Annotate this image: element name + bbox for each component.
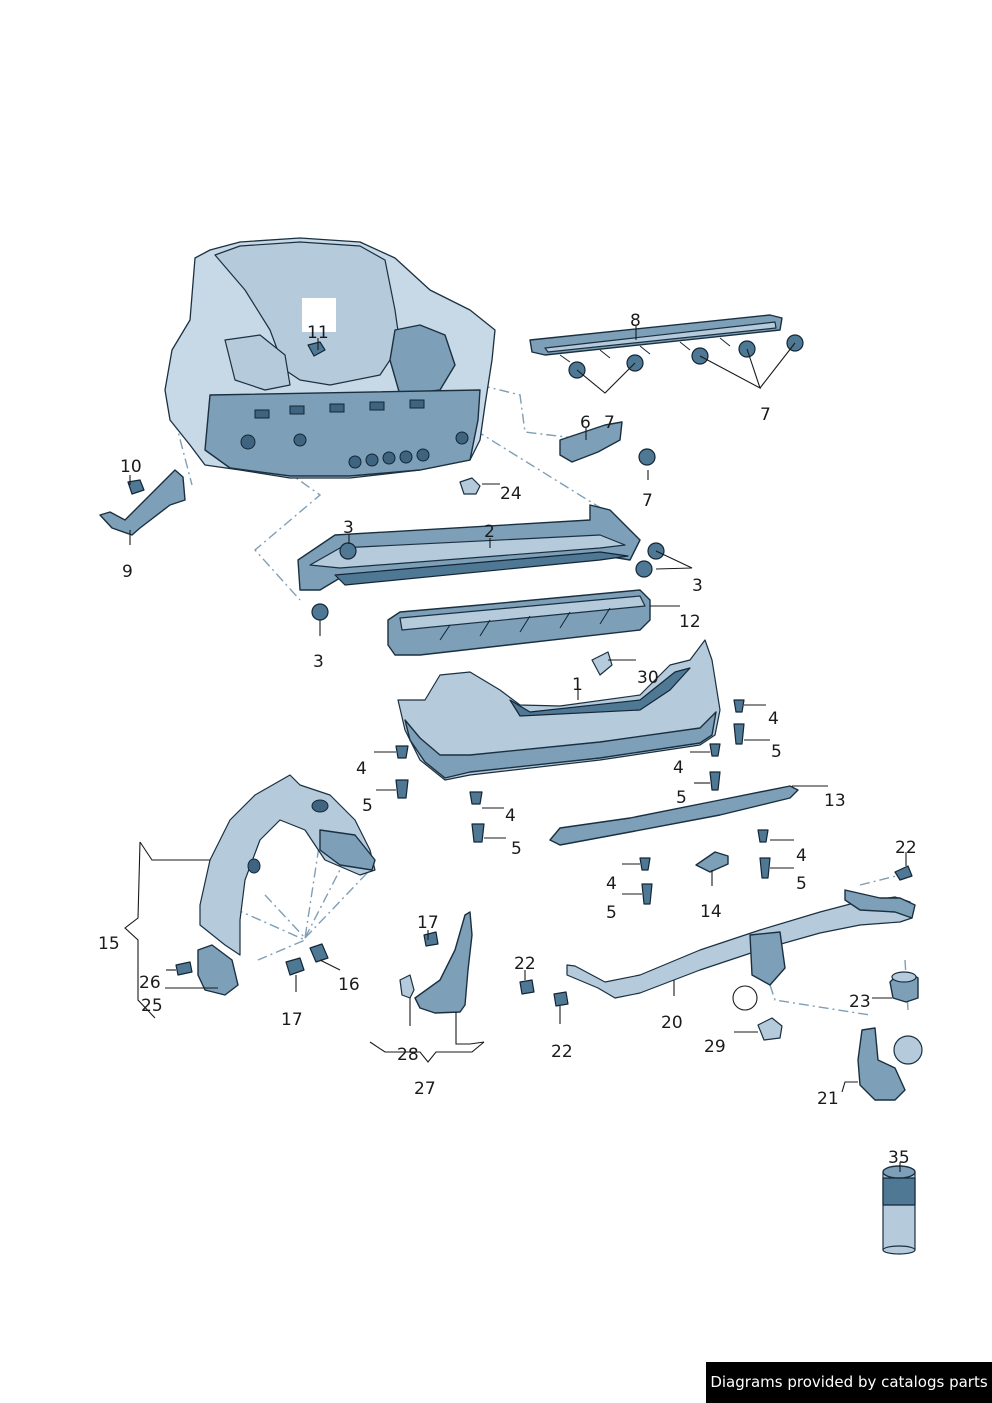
callout-5-a: 5 [771,742,782,762]
part-8-guide-rail [529,314,783,363]
callout-7-mid: 7 [604,413,615,433]
callout-7-low: 7 [642,491,653,511]
part-2-reinforcement-beam [297,504,641,591]
callout-4-b: 4 [356,759,367,779]
callouts: 11 8 7 6 7 7 10 9 24 3 2 3 3 12 30 1 4 5… [98,311,917,1168]
callout-28: 28 [397,1045,419,1065]
part-1-bumper-cover [397,639,721,781]
callout-27: 27 [414,1079,436,1099]
callout-5-c: 5 [676,788,687,808]
callout-2: 2 [484,522,495,542]
callout-22-right: 22 [895,838,917,858]
callout-20: 20 [661,1013,683,1033]
part-35-can [882,1165,916,1255]
callout-23: 23 [849,992,871,1012]
callout-10: 10 [120,457,142,477]
rear-body-shell [164,237,496,479]
callout-5-b: 5 [362,796,373,816]
callout-15: 15 [98,934,120,954]
screws-4-5 [395,699,771,905]
part-14-cap [695,851,729,873]
callout-35: 35 [888,1148,910,1168]
callout-21: 21 [817,1089,839,1109]
part-29-nut [757,1017,783,1041]
callout-6: 6 [580,413,591,433]
part-15-wheel-liner [199,774,376,956]
callout-4-d: 4 [505,806,516,826]
part-30-clip [591,651,613,676]
callout-5-f: 5 [606,903,617,923]
callout-5-d: 5 [511,839,522,859]
callout-25: 25 [141,996,163,1016]
callout-7-top: 7 [760,405,771,425]
part-11-label-box [302,298,336,332]
callout-4-f: 4 [606,874,617,894]
part-23-cap [889,971,919,1003]
callout-8: 8 [630,311,641,331]
part-24-clip [459,477,481,495]
leader-lines [124,326,907,1172]
callout-22-left: 22 [514,954,536,974]
watermark-banner: Diagrams provided by catalogs parts [706,1362,992,1403]
callout-4-a: 4 [768,709,779,729]
callout-14: 14 [700,902,722,922]
callout-24: 24 [500,484,522,504]
callout-13: 13 [824,791,846,811]
part-21-tow-ball [857,1027,923,1101]
fasteners-16-17 [285,931,439,976]
callout-17-left: 17 [281,1010,303,1030]
part-20-tow-bar [519,865,916,1011]
callout-17-mid: 17 [417,913,439,933]
bolt-22b [553,991,569,1007]
clip-28 [399,974,415,999]
rear-panel-holes [240,399,469,469]
callout-29: 29 [704,1037,726,1057]
callout-30: 30 [637,668,659,688]
alignment-lines [174,384,909,1016]
callout-3-bottom: 3 [313,652,324,672]
callout-11: 11 [307,323,329,343]
bolt-22c [894,865,913,881]
screw-26 [175,961,193,976]
callout-26: 26 [139,973,161,993]
bolt-11 [307,341,326,357]
bolt-10 [127,479,145,495]
callout-16: 16 [338,975,360,995]
callout-3-right: 3 [692,576,703,596]
part-13-trim-strip [549,785,799,846]
part-27-mudflap [399,911,473,1014]
callout-4-c: 4 [673,758,684,778]
part-25-bracket [175,944,239,996]
part-9-bracket [99,469,186,536]
part-6-bracket [559,421,623,463]
callout-12: 12 [679,612,701,632]
callout-22-bottom: 22 [551,1042,573,1062]
part-12-energy-absorber [387,589,651,656]
callout-1: 1 [572,675,583,695]
callout-4-e: 4 [796,846,807,866]
callout-5-e: 5 [796,874,807,894]
bolt-22a [519,979,535,995]
callout-9: 9 [122,562,133,582]
callout-3-top: 3 [343,518,354,538]
